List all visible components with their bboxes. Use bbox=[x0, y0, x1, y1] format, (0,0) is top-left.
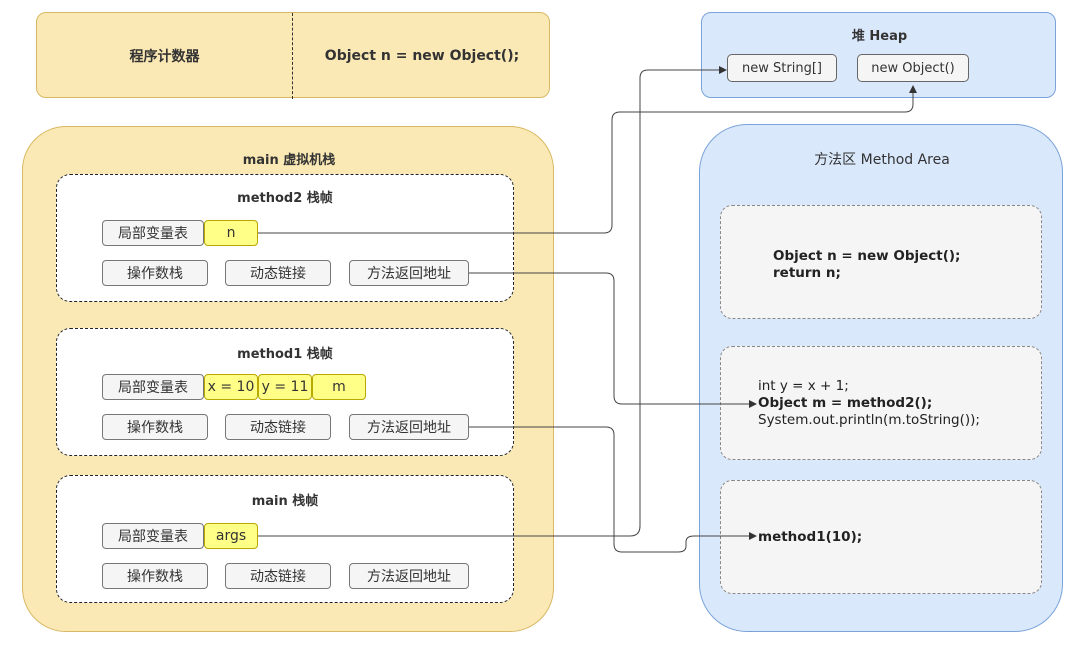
method-area-title: 方法区 Method Area bbox=[814, 152, 950, 168]
local-variable-n: n bbox=[204, 220, 258, 246]
operand-stack: 操作数栈 bbox=[102, 563, 208, 589]
heap-item-object: new Object() bbox=[857, 54, 969, 82]
main-code-block: method1(10); bbox=[720, 480, 1042, 594]
code-line: Object m = method2(); bbox=[758, 395, 933, 411]
heap-title: 堆 Heap bbox=[851, 29, 908, 44]
dynamic-linking: 动态链接 bbox=[225, 414, 331, 440]
program-counter-label: 程序计数器 bbox=[129, 49, 200, 65]
local-variable-m: m bbox=[312, 374, 366, 400]
local-variable-args: args bbox=[204, 523, 258, 549]
program-counter: 程序计数器 Object n = new Object(); bbox=[36, 12, 550, 99]
local-variable-table-label: 局部变量表 bbox=[102, 374, 204, 400]
return-address: 方法返回地址 bbox=[349, 260, 469, 286]
return-address: 方法返回地址 bbox=[349, 414, 469, 440]
local-variable-table-label: 局部变量表 bbox=[102, 220, 204, 246]
local-variable-y: y = 11 bbox=[258, 374, 312, 400]
code-line: method1(10); bbox=[758, 529, 863, 545]
code-line: return n; bbox=[773, 265, 841, 281]
local-variable-x: x = 10 bbox=[204, 374, 258, 400]
connector-n-to-object bbox=[258, 85, 917, 234]
program-counter-value: Object n = new Object(); bbox=[324, 48, 520, 64]
code-line: System.out.println(m.toString()); bbox=[758, 412, 980, 428]
code-line: Object n = new Object(); bbox=[773, 248, 961, 264]
return-address: 方法返回地址 bbox=[349, 563, 469, 589]
frame-title: method2 栈帧 bbox=[237, 191, 333, 206]
local-variable-table-label: 局部变量表 bbox=[102, 523, 204, 549]
program-counter-divider bbox=[292, 13, 293, 99]
operand-stack: 操作数栈 bbox=[102, 414, 208, 440]
frame-title: method1 栈帧 bbox=[237, 347, 333, 362]
frame-title: main 栈帧 bbox=[251, 494, 319, 509]
operand-stack: 操作数栈 bbox=[102, 260, 208, 286]
code-line: int y = x + 1; bbox=[758, 378, 849, 394]
method2-code-block: Object n = new Object(); return n; bbox=[720, 205, 1042, 319]
method1-code-block: int y = x + 1; Object m = method2(); Sys… bbox=[720, 346, 1042, 460]
vm-stack-title: main 虚拟机栈 bbox=[242, 153, 336, 168]
dynamic-linking: 动态链接 bbox=[225, 260, 331, 286]
dynamic-linking: 动态链接 bbox=[225, 563, 331, 589]
heap-item-string-array: new String[] bbox=[727, 54, 837, 82]
connector-method1-return bbox=[469, 426, 757, 553]
connector-args-to-string-array bbox=[258, 66, 727, 537]
heap-area: 堆 Heap new String[] new Object() bbox=[701, 12, 1056, 98]
connector-method2-return bbox=[469, 272, 757, 408]
